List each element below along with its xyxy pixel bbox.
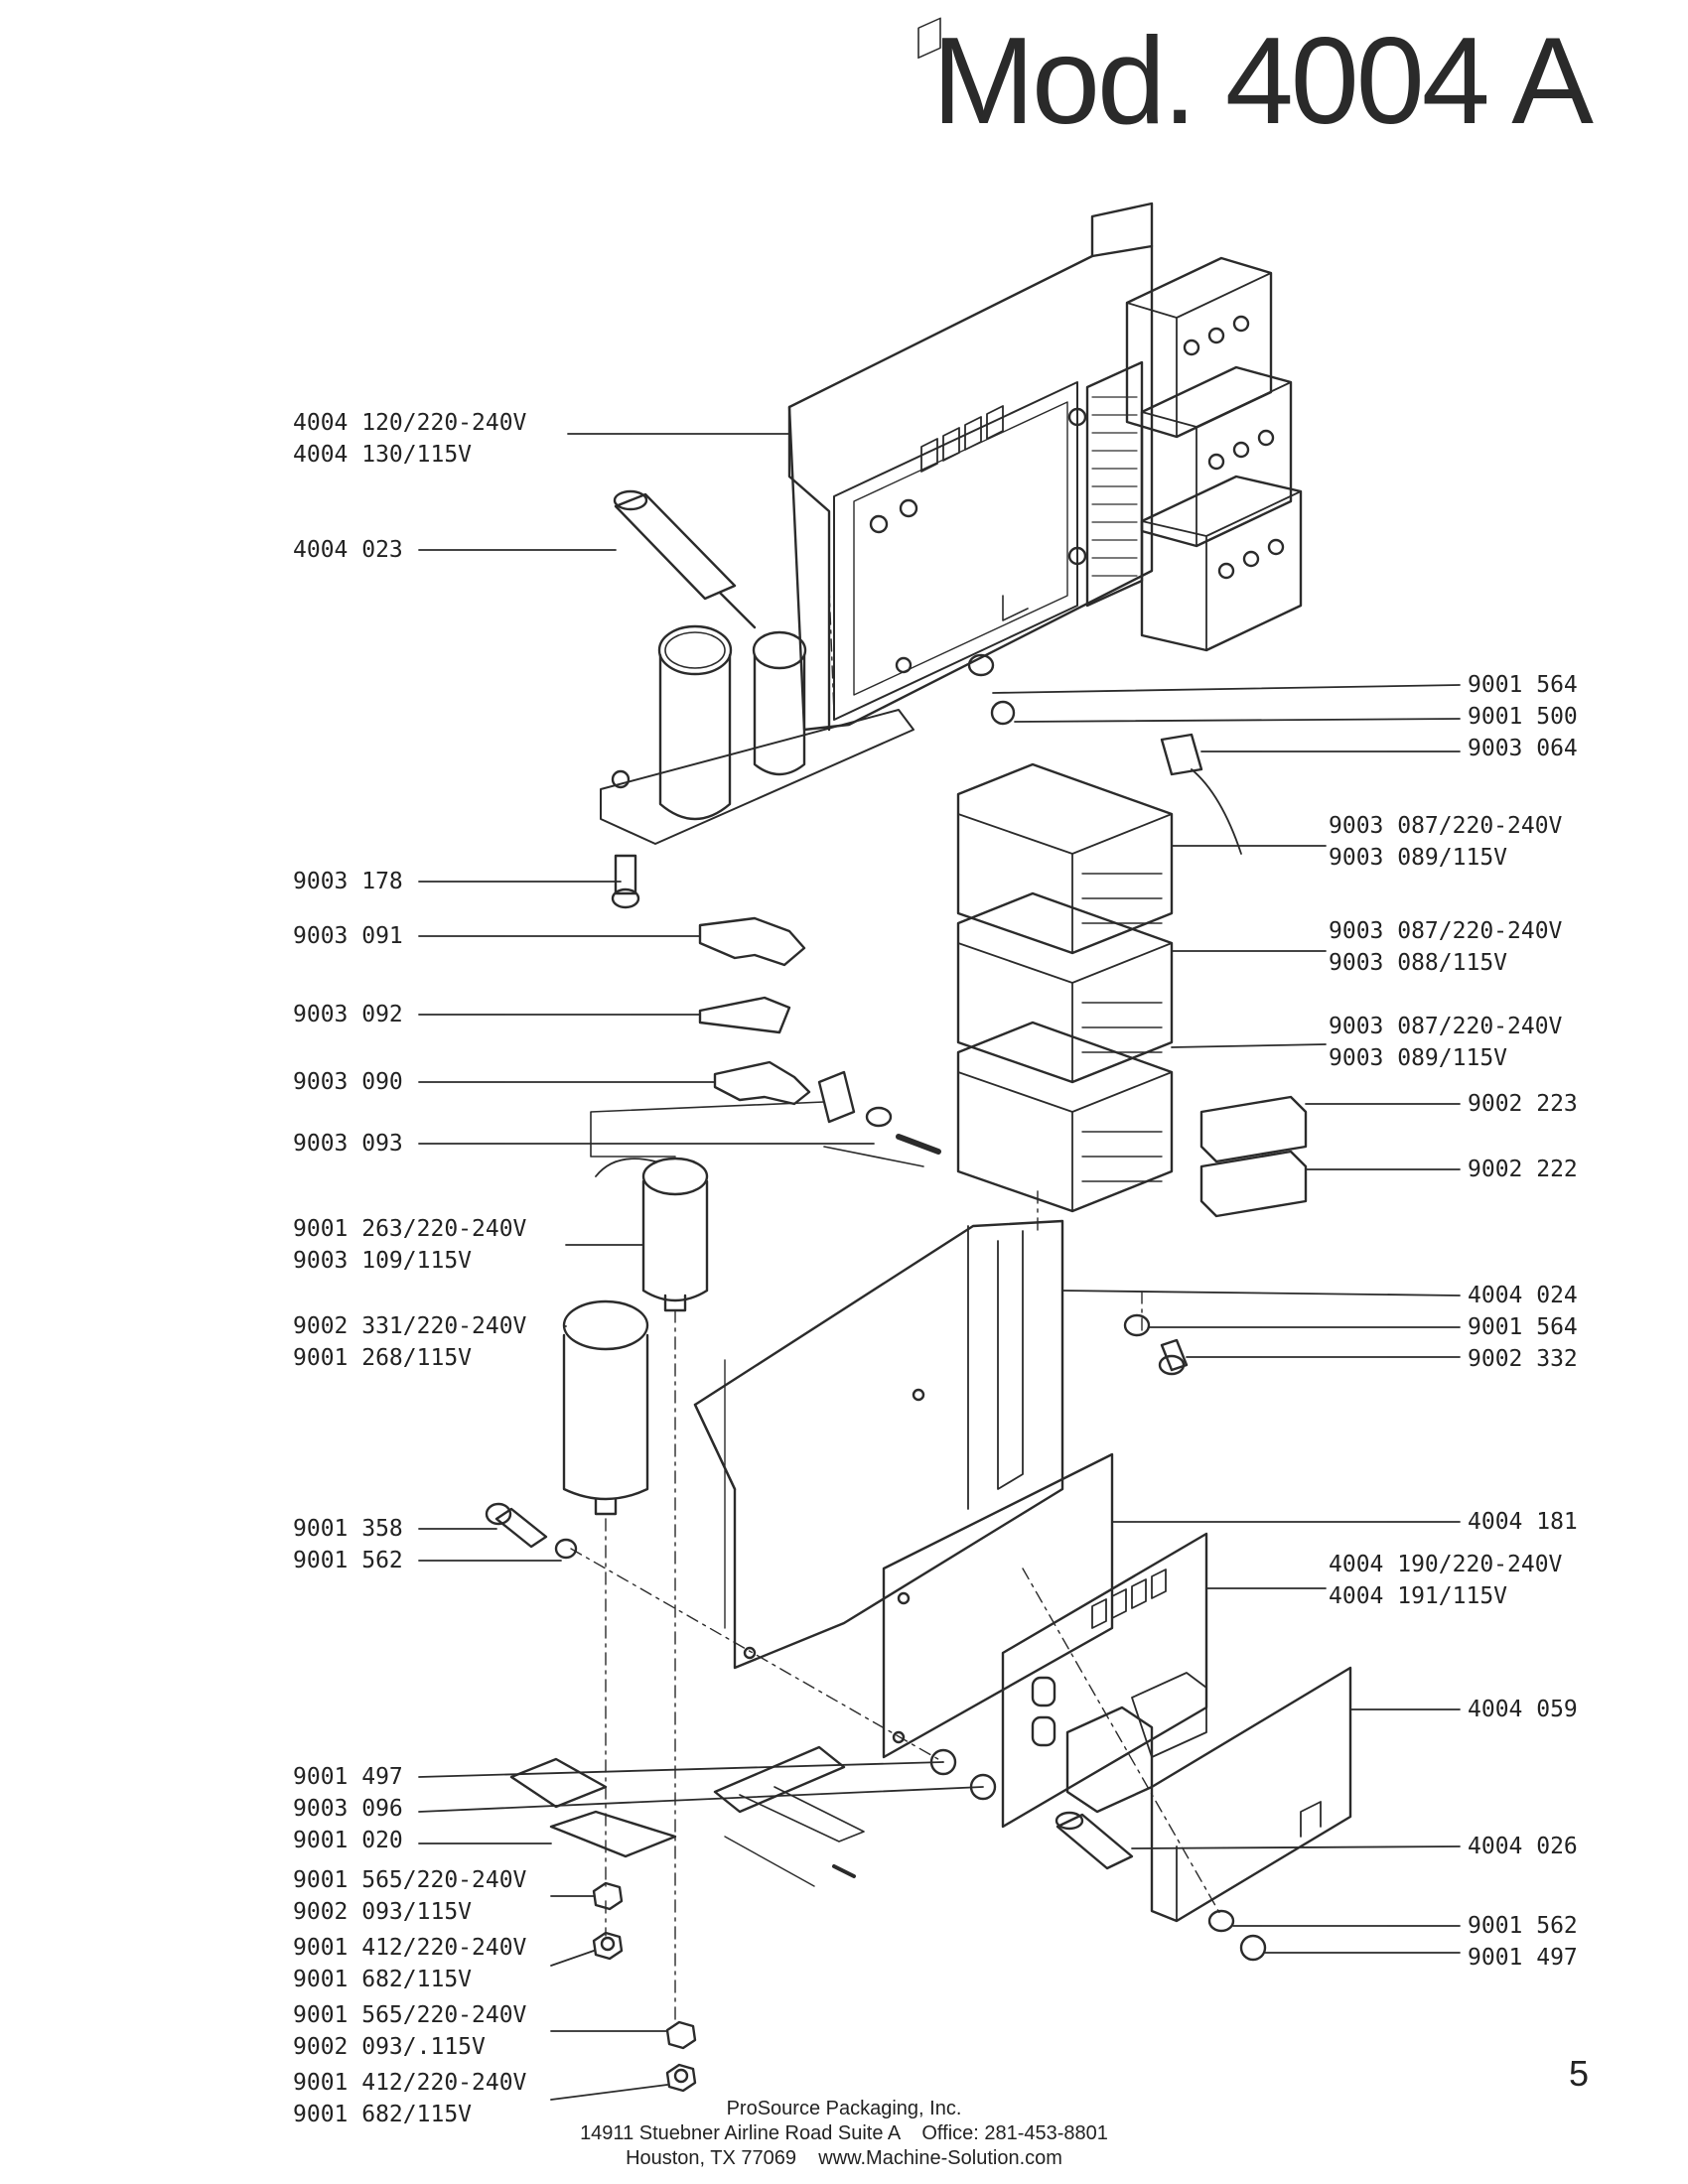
- circuit-board: [1001, 1532, 1208, 1829]
- footer-company: ProSource Packaging, Inc.: [726, 2098, 962, 2119]
- relay-stack: [956, 733, 1242, 1213]
- bolt-9001-358: [485, 1502, 548, 1549]
- upper-chassis-plate: [787, 17, 1154, 732]
- assembly-axes: [570, 585, 1222, 2026]
- part-label-9003-178: 9003 178: [293, 869, 403, 894]
- capacitor-pair: [600, 624, 914, 845]
- part-label-9002-223: 9002 223: [1468, 1091, 1578, 1117]
- part-label-9003-092: 9003 092: [293, 1002, 403, 1027]
- footer-city: Houston, TX 77069 www.Machine-Solution.c…: [626, 2147, 1062, 2169]
- base-bracket: [509, 1745, 865, 1887]
- standoff-spacer: [613, 489, 757, 629]
- fuse-holder-small: [595, 1157, 709, 1312]
- part-label-9002-222: 9002 222: [1468, 1157, 1578, 1182]
- part-label-9003-090: 9003 090: [293, 1069, 403, 1095]
- page-number: 5: [1568, 2053, 1589, 2094]
- holder-parts: [698, 916, 941, 1155]
- model-title: Mod. 4004 A: [931, 13, 1594, 150]
- leader-lines-left: [418, 433, 984, 2101]
- leader-lines-right: [992, 684, 1461, 1954]
- footer: ProSource Packaging, Inc. 14911 Stuebner…: [0, 2097, 1688, 2171]
- footer-address: 14911 Stuebner Airline Road Suite A Offi…: [580, 2122, 1108, 2144]
- part-label-4004-026: 4004 026: [1468, 1834, 1578, 1859]
- part-label-4004-059: 4004 059: [1468, 1697, 1578, 1722]
- part-label-4004-023: 4004 023: [293, 537, 403, 563]
- hardware-nuts-washers: [554, 653, 1267, 2093]
- lower-chassis-plate: [693, 1219, 1064, 1670]
- upper-contactor-block: [1125, 256, 1303, 652]
- power-board: [882, 1452, 1114, 1759]
- board-standoff: [1055, 1811, 1134, 1870]
- part-label-9003-091: 9003 091: [293, 923, 403, 949]
- part-label-4004-181: 4004 181: [1468, 1509, 1578, 1535]
- auxiliary-contacts: [1199, 1095, 1308, 1218]
- large-capacitor: [562, 1299, 649, 1516]
- bracket-brace-lines: [590, 1101, 924, 1167]
- heatsink-plate: [1150, 1666, 1352, 1923]
- part-label-9003-093: 9003 093: [293, 1131, 403, 1157]
